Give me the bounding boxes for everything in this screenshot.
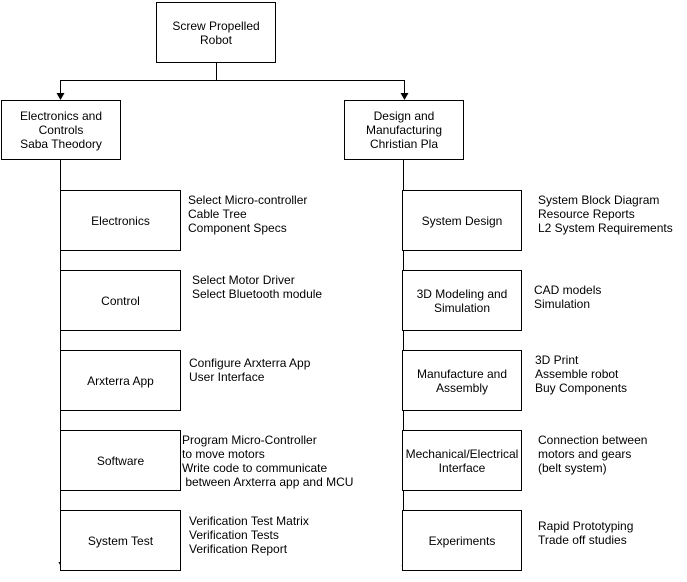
task-node-label: System Design <box>421 213 503 228</box>
task-node-system-design: System Design <box>402 190 522 251</box>
branch-node-label: Design and Manufacturing Christian Pla <box>365 109 443 151</box>
task-node-label: Control <box>101 293 140 308</box>
task-node-software: Software <box>60 430 181 491</box>
arrow-head-right <box>400 93 409 100</box>
task-node-manufacture-assembly: Manufacture and Assembly <box>402 350 522 411</box>
root-node: Screw Propelled Robot <box>156 2 276 63</box>
task-notes-control: Select Motor Driver Select Bluetooth mod… <box>192 273 323 301</box>
task-node-3d-modeling: 3D Modeling and Simulation <box>402 270 522 331</box>
task-notes-3d-modeling: CAD models Simulation <box>534 283 602 311</box>
task-node-label: Manufacture and Assembly <box>416 366 508 395</box>
task-notes-system-test: Verification Test Matrix Verification Te… <box>189 514 309 556</box>
task-node-electronics: Electronics <box>60 190 181 251</box>
task-notes-mechanical-electrical-interface: Connection between motors and gears (bel… <box>538 433 648 475</box>
task-notes-experiments: Rapid Prototyping Trade off studies <box>538 519 634 547</box>
task-node-label: 3D Modeling and Simulation <box>416 286 508 315</box>
branch-node-design-manufacturing: Design and Manufacturing Christian Pla <box>344 100 464 160</box>
task-notes-system-design: System Block Diagram Resource Reports L2… <box>538 193 673 235</box>
task-notes-electronics: Select Micro-controller Cable Tree Compo… <box>188 193 308 235</box>
task-node-label: System Test <box>87 533 154 548</box>
arrow-head-left <box>56 93 65 100</box>
task-node-label: Arxterra App <box>87 373 154 388</box>
branch-node-electronics-controls: Electronics and Controls Saba Theodory <box>1 100 121 160</box>
root-connector <box>60 62 405 94</box>
task-node-label: Mechanical/Electrical Interface <box>405 446 519 475</box>
branch-node-label: Electronics and Controls Saba Theodory <box>19 109 103 151</box>
task-node-label: Experiments <box>428 533 496 548</box>
task-notes-arxterra-app: Configure Arxterra App User Interface <box>189 356 311 384</box>
task-notes-manufacture-assembly: 3D Print Assemble robot Buy Components <box>535 353 628 395</box>
task-node-experiments: Experiments <box>402 510 522 571</box>
task-node-system-test: System Test <box>60 510 181 571</box>
task-notes-software: Program Micro-Controller to move motors … <box>182 433 354 489</box>
task-node-mechanical-electrical-interface: Mechanical/Electrical Interface <box>402 430 522 491</box>
task-node-label: Software <box>96 453 145 468</box>
task-node-label: Electronics <box>91 213 150 228</box>
root-node-label: Screw Propelled Robot <box>172 18 260 47</box>
task-node-control: Control <box>60 270 181 331</box>
task-node-arxterra-app: Arxterra App <box>60 350 181 411</box>
